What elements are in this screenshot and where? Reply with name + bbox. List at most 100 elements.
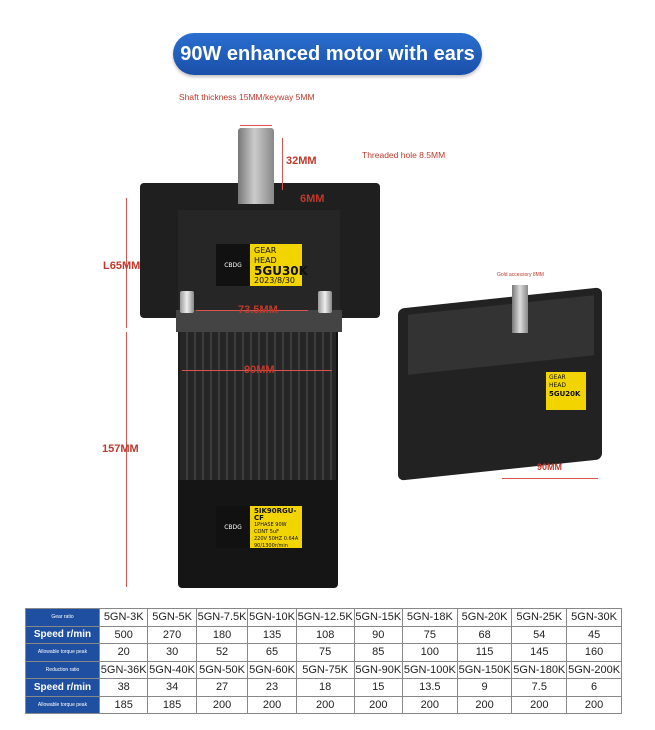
motor-label: CBDG 5IK90RGU-CF 1PHASE 90W CONT 5uF 220… <box>216 506 302 549</box>
side-label-line1: GEAR HEAD <box>549 374 567 389</box>
model-cell: 5GN-30K <box>566 608 622 627</box>
dim-line-157 <box>126 332 127 587</box>
speed-cell: 38 <box>98 678 149 697</box>
dim-73-5: 73.5MM <box>238 304 278 316</box>
model-cell: 5GN-100K <box>402 660 458 679</box>
speed-cell: 180 <box>195 625 249 644</box>
torque-cell: 100 <box>402 643 458 662</box>
table-row-models-2: Reduction ratio 5GN-36K 5GN-40K 5GN-50K … <box>25 660 622 679</box>
speed-cell: 54 <box>511 625 568 644</box>
speed-cell: 15 <box>353 678 404 697</box>
speed-cell: 27 <box>195 678 249 697</box>
model-cell: 5GN-3K <box>98 608 149 627</box>
model-cell: 5GN-20K <box>456 608 513 627</box>
motor-label-model: 5IK90RGU-CF <box>254 507 297 522</box>
table-row-models-1: Gear ratio 5GN-3K 5GN-5K 5GN-7.5K 5GN-10… <box>25 608 622 627</box>
model-cell: 5GN-60K <box>247 660 297 679</box>
head-speed-2: Speed r/min <box>25 678 100 697</box>
torque-cell: 185 <box>147 695 197 714</box>
dim-l65: L65MM <box>103 260 141 272</box>
speed-cell: 6 <box>566 678 622 697</box>
dim-line-shaft-width <box>240 125 272 126</box>
model-cell: 5GN-50K <box>195 660 249 679</box>
output-shaft <box>238 128 274 204</box>
torque-cell: 115 <box>456 643 513 662</box>
bolt-right <box>318 291 332 313</box>
dim-line-side-90 <box>502 478 598 479</box>
gear-label: CBDG GEAR HEAD 5GU30K 2023/8/30 <box>216 244 308 286</box>
side-motor-shaft <box>512 285 528 333</box>
torque-cell: 30 <box>147 643 197 662</box>
speed-cell: 270 <box>147 625 197 644</box>
torque-cell: 75 <box>295 643 355 662</box>
speed-cell: 500 <box>98 625 149 644</box>
model-cell: 5GN-75K <box>295 660 355 679</box>
head-torque: Allowable torque peak <box>25 643 100 662</box>
side-label: GEAR HEAD 5GU20K <box>546 372 586 410</box>
model-cell: 5GN-40K <box>147 660 197 679</box>
torque-cell: 200 <box>402 695 458 714</box>
speed-cell: 34 <box>147 678 197 697</box>
dim-157: 157MM <box>102 443 139 455</box>
dim-shaft-length: 32MM <box>286 155 317 167</box>
title-banner: 90W enhanced motor with ears <box>173 33 482 75</box>
model-cell: 5GN-180K <box>511 660 568 679</box>
side-label-model: 5GU20K <box>549 390 581 398</box>
speed-cell: 7.5 <box>511 678 568 697</box>
torque-cell: 200 <box>456 695 513 714</box>
threaded-hole-note: Threaded hole 8.5MM <box>362 150 446 160</box>
model-cell: 5GN-200K <box>566 660 622 679</box>
torque-cell: 200 <box>566 695 622 714</box>
spec-table: Gear ratio 5GN-3K 5GN-5K 5GN-7.5K 5GN-10… <box>25 608 622 714</box>
bolt-left <box>180 291 194 313</box>
model-cell: 5GN-15K <box>353 608 404 627</box>
torque-cell: 200 <box>511 695 568 714</box>
motor-label-logo: CBDG <box>216 506 250 548</box>
model-cell: 5GN-10K <box>247 608 297 627</box>
model-cell: 5GN-12.5K <box>295 608 355 627</box>
model-cell: 5GN-7.5K <box>195 608 249 627</box>
shaft-note: Shaft thickness 15MM/keyway 5MM <box>179 92 315 102</box>
motor-label-line3: 220V 50HZ 0.64A 90/1300r/min <box>254 536 299 549</box>
dim-key: 6MM <box>300 193 325 205</box>
speed-cell: 45 <box>566 625 622 644</box>
title-text: 90W enhanced motor with ears <box>180 42 475 65</box>
speed-cell: 18 <box>295 678 355 697</box>
speed-cell: 90 <box>353 625 404 644</box>
head-torque-2: Allowable torque peak <box>25 695 100 714</box>
gear-label-line1: GEAR HEAD <box>254 246 277 265</box>
table-row-torque-1: Allowable torque peak 20 30 52 65 75 85 … <box>25 643 622 662</box>
dim-line-73 <box>196 310 308 311</box>
model-cell: 5GN-36K <box>98 660 149 679</box>
head-model-2: Reduction ratio <box>25 660 100 679</box>
torque-cell: 185 <box>98 695 149 714</box>
dim-90: 90MM <box>244 364 275 376</box>
torque-cell: 200 <box>353 695 404 714</box>
model-cell: 5GN-90K <box>353 660 404 679</box>
gear-label-date: 2023/8/30 <box>254 276 296 285</box>
model-cell: 5GN-18K <box>402 608 458 627</box>
table-row-speed-1: Speed r/min 500 270 180 135 108 90 75 68… <box>25 625 622 644</box>
torque-cell: 52 <box>195 643 249 662</box>
torque-cell: 85 <box>353 643 404 662</box>
dim-line-l65 <box>126 198 127 328</box>
gear-label-model: 5GU30K <box>254 264 308 278</box>
model-cell: 5GN-5K <box>147 608 197 627</box>
model-cell: 5GN-25K <box>511 608 568 627</box>
dim-side-90: 90MM <box>537 462 563 472</box>
speed-cell: 68 <box>456 625 513 644</box>
torque-cell: 200 <box>247 695 297 714</box>
speed-cell: 135 <box>247 625 297 644</box>
speed-cell: 9 <box>456 678 513 697</box>
speed-cell: 23 <box>247 678 297 697</box>
head-speed: Speed r/min <box>25 625 100 644</box>
table-row-speed-2: Speed r/min 38 34 27 23 18 15 13.5 9 7.5… <box>25 678 622 697</box>
torque-cell: 145 <box>511 643 568 662</box>
speed-cell: 75 <box>402 625 458 644</box>
head-model: Gear ratio <box>25 608 100 627</box>
side-note: Gold accessory 8MM <box>497 272 544 278</box>
torque-cell: 20 <box>98 643 149 662</box>
dim-line-90 <box>182 370 332 371</box>
table-row-torque-2: Allowable torque peak 185 185 200 200 20… <box>25 695 622 714</box>
speed-cell: 13.5 <box>402 678 458 697</box>
